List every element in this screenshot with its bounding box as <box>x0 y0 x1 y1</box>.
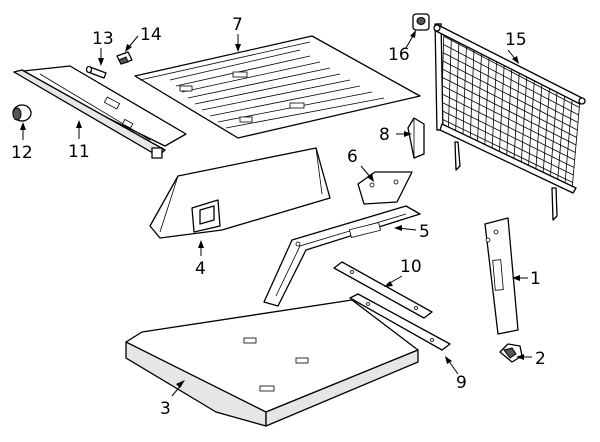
callout-8: 8 <box>379 125 390 145</box>
part-4-side-panel <box>149 147 331 239</box>
callout-2: 2 <box>535 349 546 369</box>
part-6-trim-piece <box>357 171 413 205</box>
net-strand <box>442 77 577 146</box>
part-8-bracket <box>407 117 425 159</box>
part-16-bumper <box>412 13 430 31</box>
part-2-clip <box>499 343 523 363</box>
callout-12: 12 <box>11 143 33 163</box>
leader-lines <box>20 30 532 397</box>
net-strand <box>441 93 575 161</box>
net-strand <box>443 44 579 116</box>
part-11-cargo-cover <box>13 65 187 159</box>
callout-5: 5 <box>419 222 430 242</box>
callout-13: 13 <box>92 29 114 49</box>
part-7-floor-mat <box>134 35 421 139</box>
callout-11: 11 <box>68 142 90 162</box>
part-15-cargo-net <box>433 23 586 221</box>
net-strand <box>442 68 577 138</box>
part-10-rail <box>333 261 433 319</box>
callout-10: 10 <box>400 257 422 277</box>
callout-9: 9 <box>456 373 467 393</box>
net-strand <box>442 85 576 153</box>
part-1-pillar-trim <box>484 217 519 335</box>
net-strand <box>443 35 580 108</box>
part-14-clip <box>116 51 133 65</box>
net-strand <box>441 101 575 168</box>
net-strand <box>443 52 579 123</box>
callout-16: 16 <box>388 45 410 65</box>
net-strand <box>441 118 573 183</box>
part-12-end-cap <box>12 104 32 122</box>
net-strand <box>441 110 574 176</box>
net-strand <box>442 60 578 131</box>
callout-15: 15 <box>505 30 527 50</box>
part-3-load-floor <box>125 299 419 427</box>
callout-4: 4 <box>195 259 206 279</box>
callout-6: 6 <box>347 147 358 167</box>
callout-1: 1 <box>530 269 541 289</box>
callout-3: 3 <box>160 399 171 419</box>
part-13-pin <box>85 65 107 79</box>
part-9-rail <box>349 293 451 351</box>
part-5-trim-panel <box>263 205 421 307</box>
callout-7: 7 <box>232 15 243 35</box>
callout-14: 14 <box>140 25 162 45</box>
